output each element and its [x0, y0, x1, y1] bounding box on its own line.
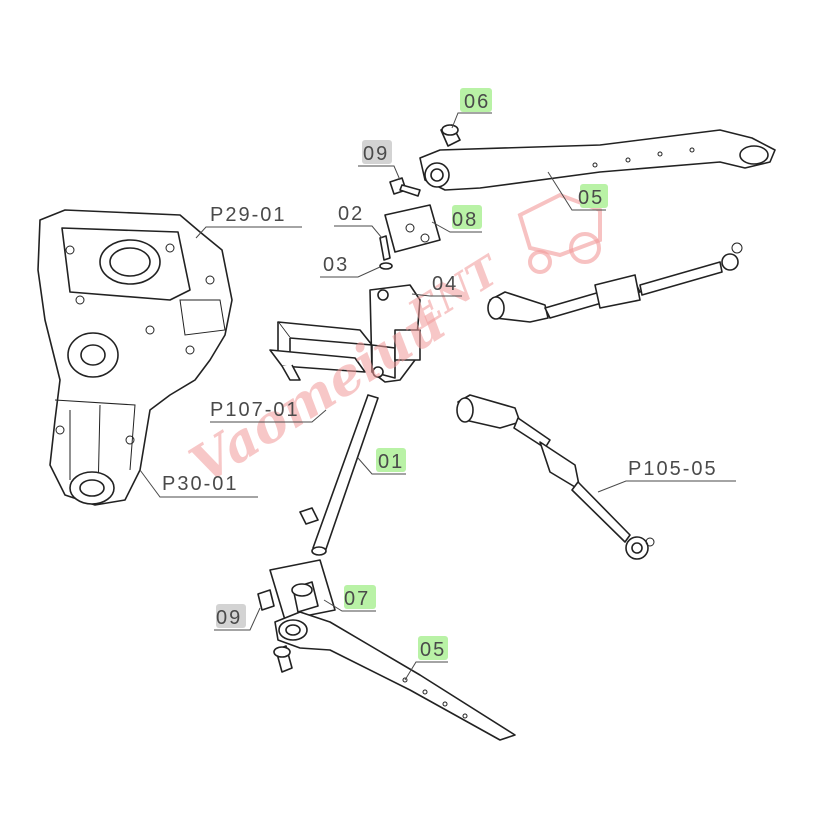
plate-08	[384, 204, 441, 253]
label-04: 04	[432, 273, 458, 295]
frame-bracket	[269, 284, 421, 383]
label-05-bottom-highlight	[418, 636, 448, 660]
label-06-highlight	[460, 88, 492, 112]
label-p29-01: P29-01	[210, 204, 287, 226]
bolt-09-top	[389, 177, 421, 197]
label-07: 07	[344, 588, 370, 610]
label-03: 03	[323, 254, 349, 276]
pin-06	[440, 124, 461, 147]
plate-07	[269, 559, 336, 621]
gearbox-housing	[37, 209, 233, 506]
pin-bottom	[273, 645, 293, 673]
label-p105-05: P105-05	[628, 458, 718, 480]
label-05-top: 05	[578, 187, 604, 209]
label-08: 08	[452, 209, 478, 231]
label-06: 06	[464, 91, 490, 113]
label-02: 02	[338, 203, 364, 225]
lower-lift-arm	[274, 611, 516, 741]
label-07-highlight	[344, 585, 376, 609]
lift-rod	[299, 394, 379, 556]
bolt-09-bottom	[257, 589, 275, 611]
label-05-bottom: 05	[420, 639, 446, 661]
label-09-bottom-highlight	[216, 604, 246, 628]
label-09-top: 09	[363, 143, 389, 165]
label-01-highlight	[376, 448, 406, 472]
nut-03	[379, 262, 393, 270]
stabilizer-link-p105-05	[456, 394, 655, 560]
label-01: 01	[378, 451, 404, 473]
bolt-02	[379, 235, 391, 261]
upper-stabilizer-link	[487, 242, 743, 323]
label-09-top-highlight	[362, 140, 392, 164]
label-p107-01: P107-01	[210, 399, 300, 421]
label-p30-01: P30-01	[162, 473, 239, 495]
label-08-highlight	[452, 205, 482, 229]
upper-lift-arm	[419, 129, 776, 191]
label-09-bottom: 09	[216, 607, 242, 629]
label-05-top-highlight	[580, 184, 608, 208]
